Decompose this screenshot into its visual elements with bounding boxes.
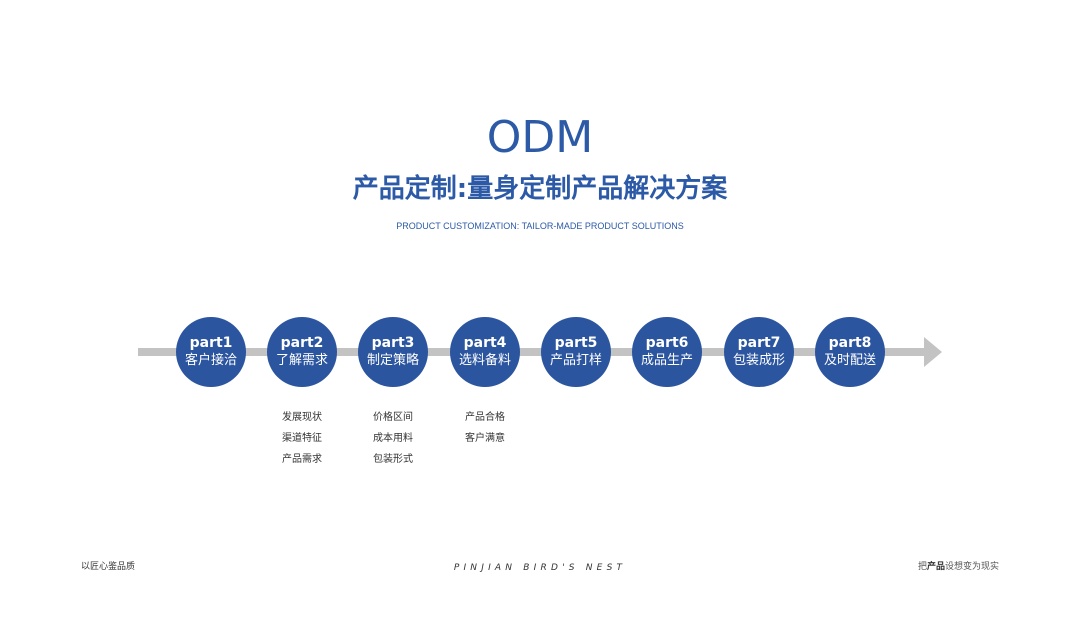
step-part-number: part1 xyxy=(189,335,233,351)
step-part2: part2 了解需求 xyxy=(267,317,337,387)
step-part1: part1 客户接洽 xyxy=(176,317,246,387)
detail-item: 产品需求 xyxy=(282,454,322,465)
step-part2-details: 发展现状 渠道特征 产品需求 xyxy=(262,407,342,470)
detail-item: 发展现状 xyxy=(282,412,322,423)
detail-item: 渠道特征 xyxy=(282,433,322,444)
detail-item: 包装形式 xyxy=(373,454,413,465)
step-label: 制定策略 xyxy=(366,353,419,368)
step-part-number: part2 xyxy=(280,335,324,351)
detail-item: 产品合格 xyxy=(465,412,505,423)
detail-item: 客户满意 xyxy=(465,433,505,444)
step-label: 客户接洽 xyxy=(184,353,237,368)
page-subtitle: 产品定制:量身定制产品解决方案 xyxy=(352,174,728,204)
footer-right-suffix: 设想变为现实 xyxy=(944,562,999,572)
detail-item: 成本用料 xyxy=(373,433,413,444)
step-part3: part3 制定策略 xyxy=(358,317,428,387)
page-title: ODM xyxy=(486,112,594,163)
step-part-number: part3 xyxy=(371,335,415,351)
step-part5: part5 产品打样 xyxy=(541,317,611,387)
step-part-number: part6 xyxy=(645,335,689,351)
footer-brand: PINJIAN BIRD'S NEST xyxy=(453,563,627,573)
step-part-number: part5 xyxy=(554,335,598,351)
step-part4: part4 选料备料 xyxy=(450,317,520,387)
step-label: 了解需求 xyxy=(275,353,328,368)
step-label: 选料备料 xyxy=(458,353,511,368)
step-part3-details: 价格区间 成本用料 包装形式 xyxy=(353,407,433,470)
step-part7: part7 包装成形 xyxy=(724,317,794,387)
step-label: 包装成形 xyxy=(732,353,785,368)
page-subtitle-english: PRODUCT CUSTOMIZATION: TAILOR-MADE PRODU… xyxy=(396,221,684,231)
footer-slogan-left: 以匠心鉴品质 xyxy=(81,562,136,572)
step-part-number: part7 xyxy=(737,335,781,351)
footer-slogan-right: 把产品设想变为现实 xyxy=(918,561,999,573)
detail-item: 价格区间 xyxy=(373,412,413,423)
footer-right-bold: 产品 xyxy=(926,562,945,572)
step-part4-details: 产品合格 客户满意 xyxy=(445,407,525,449)
footer-right-prefix: 把 xyxy=(917,562,927,572)
timeline-line xyxy=(138,348,928,356)
step-part8: part8 及时配送 xyxy=(815,317,885,387)
step-part-number: part4 xyxy=(463,335,507,351)
step-label: 成品生产 xyxy=(640,353,693,368)
step-part6: part6 成品生产 xyxy=(632,317,702,387)
step-part-number: part8 xyxy=(828,335,872,351)
step-label: 产品打样 xyxy=(549,353,602,368)
step-label: 及时配送 xyxy=(823,353,876,368)
timeline-arrow-icon xyxy=(924,337,942,367)
